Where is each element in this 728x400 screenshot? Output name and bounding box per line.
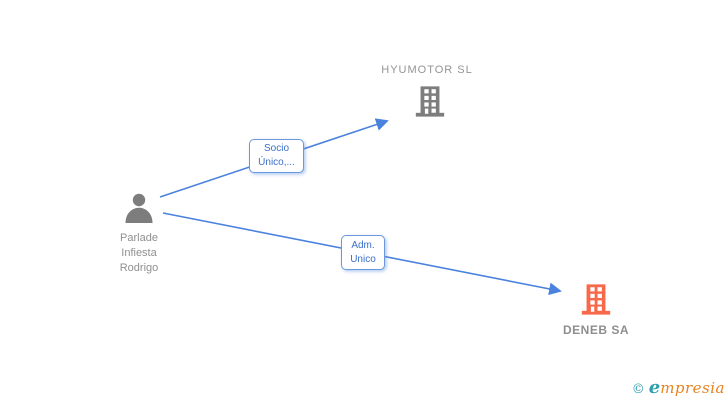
edge-label-line: Unico — [350, 253, 376, 265]
company-label-hyumotor[interactable]: HYUMOTOR SL — [381, 64, 473, 76]
brand-lead-letter: e — [648, 377, 661, 398]
person-name[interactable]: Parlade Infiesta Rodrigo — [95, 231, 183, 276]
person-name-line: Parlade — [120, 232, 158, 244]
brand-text: mpresia — [660, 379, 725, 397]
copyright-icon: © — [631, 382, 645, 397]
empresia-watermark: © e mpresia — [632, 377, 725, 398]
edge-label-line: Adm. — [351, 239, 375, 251]
company-label-deneb[interactable]: DENEB SA — [562, 323, 629, 337]
person-icon[interactable] — [123, 192, 155, 223]
person-name-line: Rodrigo — [119, 262, 159, 274]
edge-label-line: Socio — [263, 143, 289, 154]
edge-label-line: Único,... — [258, 157, 295, 168]
person-name-line: Infiesta — [121, 247, 157, 259]
edge-label-adm-unico[interactable]: Adm. Unico — [341, 235, 385, 270]
building-icon[interactable] — [413, 86, 447, 117]
building-icon[interactable] — [579, 284, 613, 315]
edge-label-socio-unico[interactable]: Socio Único,... — [249, 139, 304, 173]
